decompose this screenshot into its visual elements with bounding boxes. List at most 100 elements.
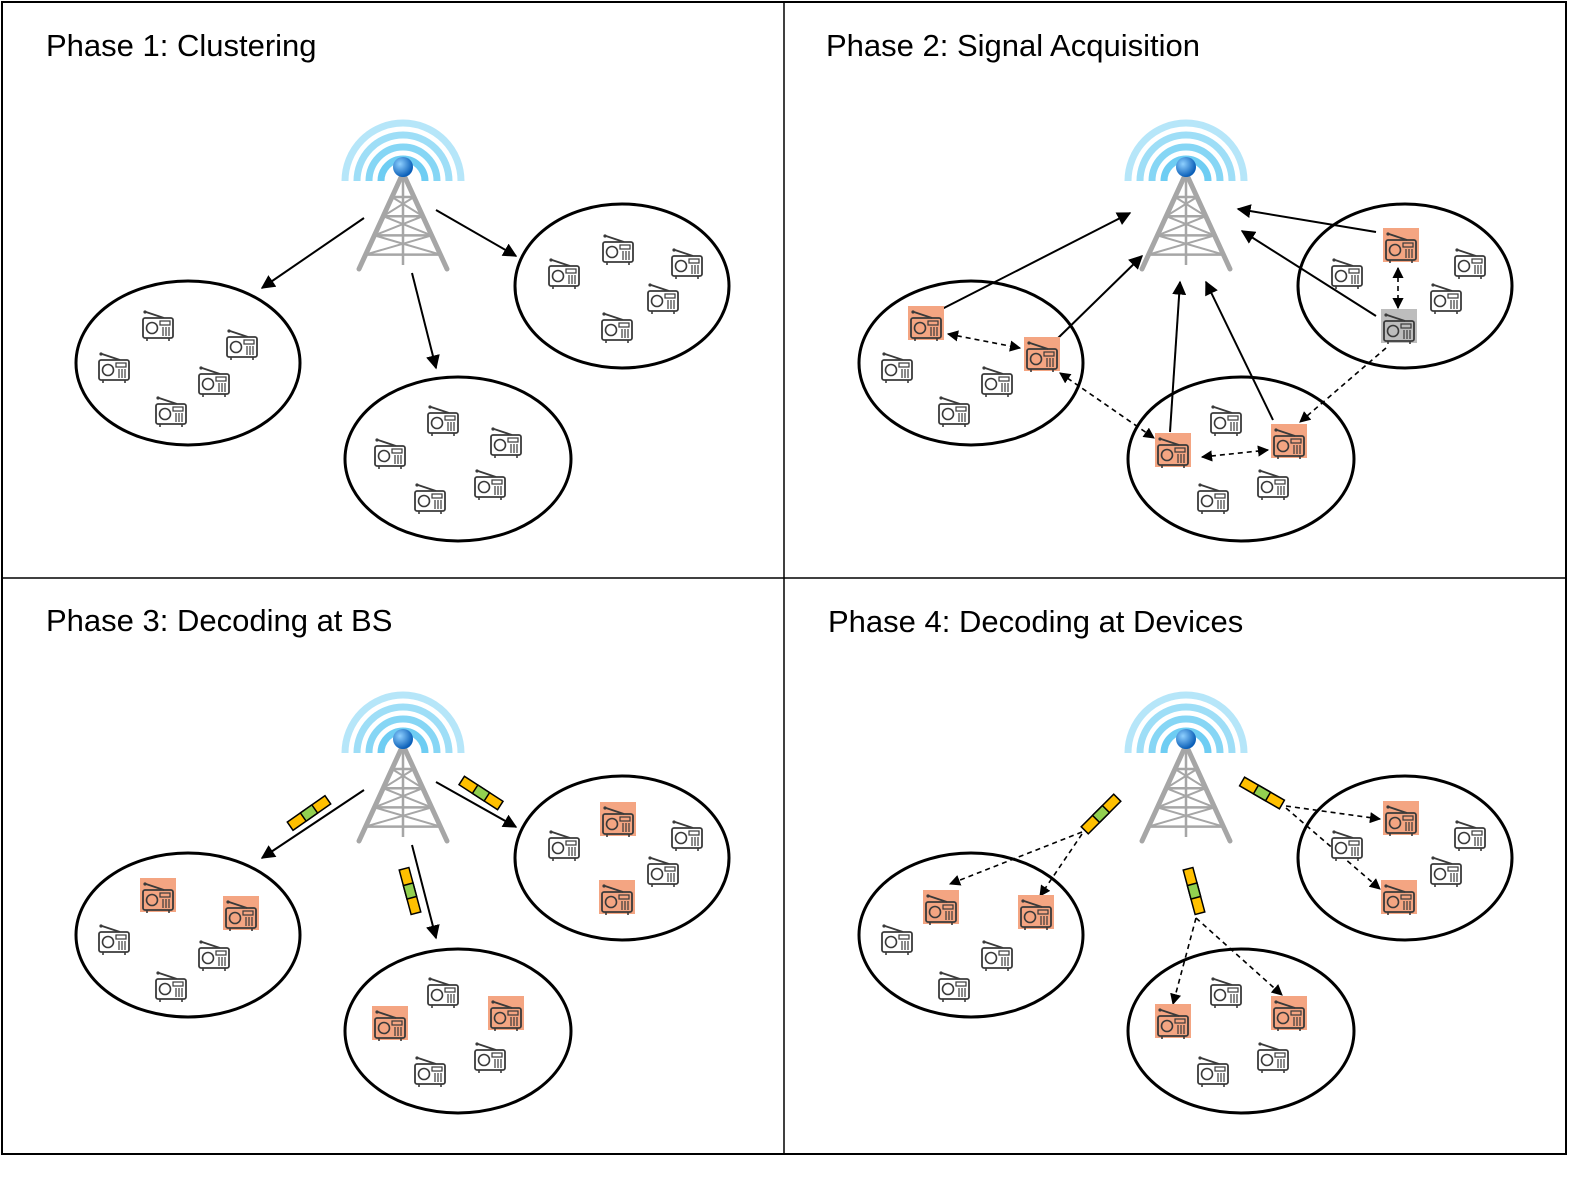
radio-device-icon <box>140 878 176 913</box>
cluster-ellipse <box>74 279 302 447</box>
radio-device-icon <box>1197 1056 1229 1087</box>
cell-tower-icon <box>1124 691 1248 844</box>
radio-device-icon <box>1381 880 1417 915</box>
radio-device-icon <box>601 312 633 343</box>
radio-device-icon <box>548 258 580 289</box>
radio-device-icon <box>142 310 174 341</box>
links-layer <box>260 204 1404 1006</box>
radio-device-icon <box>600 802 636 837</box>
radio-device-icon <box>1383 228 1419 263</box>
dashed-link-arrow <box>1285 807 1381 890</box>
cell-tower-icon <box>341 691 465 844</box>
link-arrow <box>1169 280 1187 433</box>
panel-title-phase-1: Phase 1: Clustering <box>46 28 317 63</box>
link-arrow <box>260 789 365 859</box>
radio-device-icon <box>474 1042 506 1073</box>
data-packet-icon <box>1182 866 1206 916</box>
dashed-link-arrow <box>946 330 1022 352</box>
cluster-ellipse <box>74 851 302 1019</box>
radio-device-icon <box>1331 258 1363 289</box>
radio-device-icon <box>1381 309 1417 344</box>
radio-device-icon <box>1210 977 1242 1008</box>
radio-device-icon <box>427 977 459 1008</box>
radio-device-icon <box>374 438 406 469</box>
radio-device-icon <box>599 880 635 915</box>
panel-title-phase-2: Phase 2: Signal Acquisition <box>826 28 1200 63</box>
data-packet-icon <box>1238 776 1286 810</box>
radio-device-icon <box>881 352 913 383</box>
cluster-ellipse <box>1296 774 1514 942</box>
link-arrow <box>411 272 440 370</box>
radio-device-icon <box>908 306 944 341</box>
data-packet-icon <box>457 775 505 811</box>
dashed-link-arrow <box>1200 445 1270 462</box>
cluster-ellipse <box>857 851 1085 1019</box>
radio-device-icon <box>981 940 1013 971</box>
radio-device-icon <box>1430 283 1462 314</box>
radio-device-icon <box>981 366 1013 397</box>
radio-device-icon <box>198 940 230 971</box>
cluster-ellipse <box>513 202 731 370</box>
radio-device-icon <box>1257 469 1289 500</box>
radio-device-icon <box>223 896 259 931</box>
radio-device-icon <box>938 396 970 427</box>
cell-tower-icon <box>341 119 465 272</box>
radio-device-icon <box>1018 895 1054 930</box>
radio-device-icon <box>1257 1042 1289 1073</box>
radio-device-icon <box>881 924 913 955</box>
radio-device-icon <box>414 1056 446 1087</box>
panel-grid <box>1 1 1567 1155</box>
link-arrow <box>435 781 518 828</box>
link-arrow <box>1236 204 1377 233</box>
dashed-link-arrow <box>1285 805 1382 824</box>
radio-device-icon <box>155 396 187 427</box>
cluster-ellipse <box>343 375 573 543</box>
cell-tower-icon <box>1124 119 1248 272</box>
devices-layer <box>98 228 1486 1087</box>
link-arrow <box>1055 255 1144 341</box>
radio-device-icon <box>414 483 446 514</box>
radio-device-icon <box>490 427 522 458</box>
link-arrow <box>411 844 440 940</box>
radio-device-icon <box>938 971 970 1002</box>
radio-device-icon <box>155 971 187 1002</box>
radio-device-icon <box>602 234 634 265</box>
link-arrow <box>260 217 365 289</box>
data-packet-icon <box>286 794 332 832</box>
link-arrow <box>1240 230 1377 317</box>
radio-device-icon <box>647 856 679 887</box>
radio-device-icon <box>488 996 524 1031</box>
radio-device-icon <box>1197 483 1229 514</box>
data-packet-icon <box>1080 793 1122 835</box>
radio-device-icon <box>372 1006 408 1041</box>
radio-device-icon <box>1155 1004 1191 1039</box>
packets-layer <box>286 775 1286 916</box>
link-arrow <box>1205 280 1274 421</box>
base-stations-layer <box>341 119 1248 844</box>
dashed-link-arrow <box>1170 917 1197 1006</box>
radio-device-icon <box>427 405 459 436</box>
radio-device-icon <box>548 830 580 861</box>
dashed-link-arrow <box>1039 833 1083 897</box>
cluster-ellipse <box>513 774 731 942</box>
radio-device-icon <box>1430 856 1462 887</box>
radio-device-icon <box>1454 820 1486 851</box>
dashed-link-arrow <box>1195 917 1283 996</box>
radio-device-icon <box>671 820 703 851</box>
clusters-layer <box>74 202 1514 1115</box>
dashed-link-arrow <box>1059 372 1155 439</box>
radio-device-icon <box>474 469 506 500</box>
cluster-ellipse <box>1126 947 1356 1115</box>
radio-device-icon <box>226 329 258 360</box>
radio-device-icon <box>647 283 679 314</box>
radio-device-icon <box>1210 405 1242 436</box>
link-arrow <box>435 209 518 257</box>
panel-title-phase-3: Phase 3: Decoding at BS <box>46 603 393 638</box>
cluster-ellipse <box>1296 202 1514 370</box>
radio-device-icon <box>1271 424 1307 459</box>
radio-device-icon <box>198 366 230 397</box>
radio-device-icon <box>1383 801 1419 836</box>
radio-device-icon <box>1331 830 1363 861</box>
